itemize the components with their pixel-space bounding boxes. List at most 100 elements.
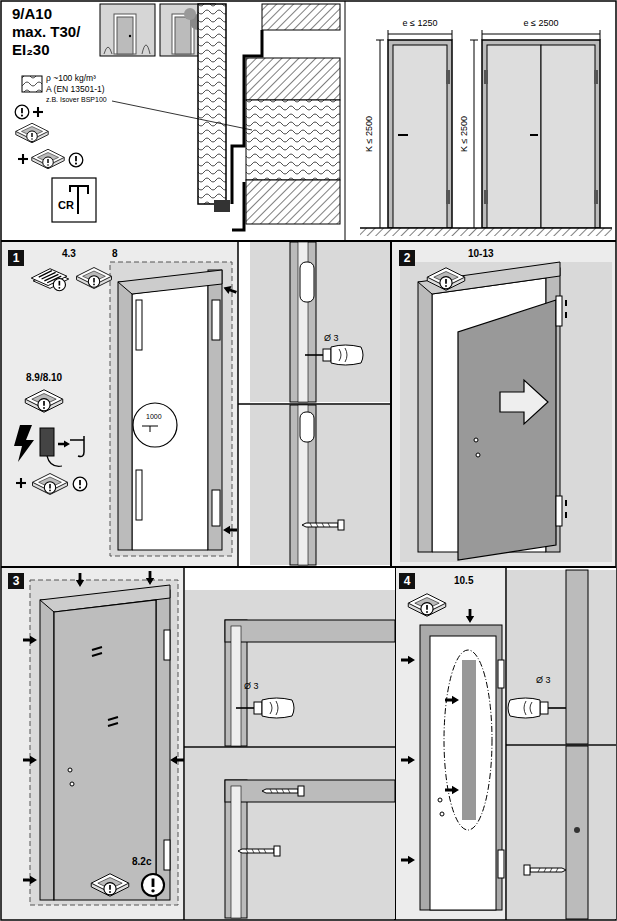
panel-ground bbox=[391, 241, 616, 567]
fire-rating: max. T30/ bbox=[12, 23, 80, 40]
door-elevation bbox=[360, 228, 612, 236]
insulation-symbol bbox=[22, 76, 42, 92]
frame-cross-section bbox=[232, 182, 244, 230]
detail-view bbox=[184, 746, 395, 748]
door-adjustment bbox=[23, 636, 37, 644]
instruction-icons bbox=[70, 436, 84, 457]
door-elevation bbox=[388, 30, 389, 40]
frame-grouting bbox=[401, 656, 415, 664]
frame-cross-section bbox=[198, 4, 226, 204]
instruction-icons bbox=[15, 105, 83, 169]
door-elevation bbox=[482, 40, 600, 228]
door-adjustment bbox=[23, 571, 184, 905]
instruction-icons bbox=[73, 477, 87, 491]
door-adjustment bbox=[142, 874, 164, 896]
detail-view bbox=[250, 242, 390, 402]
fire-rating: EI₂30 bbox=[12, 41, 50, 58]
frame-installation bbox=[136, 470, 142, 520]
reference-number: 8 bbox=[112, 248, 118, 260]
dimension-label: e ≤ 2500 bbox=[522, 18, 561, 28]
door-adjustment bbox=[23, 756, 37, 764]
frame-grouting bbox=[466, 609, 474, 623]
frame-cross-section bbox=[246, 180, 340, 224]
detail-view bbox=[184, 567, 395, 920]
instruction-icons bbox=[31, 269, 69, 291]
frame-grouting bbox=[401, 594, 504, 910]
frame-installation bbox=[110, 262, 232, 556]
frame-grouting bbox=[445, 696, 459, 704]
door-leaf-hanging bbox=[458, 300, 556, 560]
frame-grouting bbox=[445, 786, 459, 794]
section-code: 9/A10 bbox=[12, 5, 52, 22]
usage-pictogram bbox=[129, 35, 131, 37]
door-elevation bbox=[482, 30, 483, 40]
door-elevation bbox=[398, 134, 408, 136]
door-leaf-hanging bbox=[500, 380, 548, 424]
door-leaf-hanging bbox=[427, 268, 465, 291]
usage-pictogram bbox=[184, 8, 196, 20]
door-adjustment bbox=[40, 600, 54, 900]
step-number-text: 2 bbox=[399, 250, 415, 266]
step-number-text: 4 bbox=[399, 573, 415, 589]
door-elevation bbox=[541, 45, 595, 228]
reference-number: 4.3 bbox=[62, 248, 76, 260]
frame-installation bbox=[212, 490, 220, 526]
drill-diameter: Ø 3 bbox=[324, 333, 339, 343]
door-adjustment bbox=[23, 876, 37, 884]
detail-view bbox=[183, 567, 185, 920]
usage-pictogram bbox=[104, 45, 150, 54]
detail-view bbox=[238, 242, 390, 566]
door-adjustment bbox=[76, 573, 84, 587]
detail-view bbox=[305, 345, 363, 365]
door-elevation bbox=[594, 190, 598, 204]
detail-view bbox=[506, 568, 616, 919]
door-elevation bbox=[388, 40, 452, 228]
step-number: 3 bbox=[8, 573, 24, 589]
door-elevation bbox=[484, 190, 488, 204]
door-elevation bbox=[474, 40, 475, 228]
door-elevation bbox=[452, 30, 453, 40]
frame-cross-section bbox=[246, 100, 340, 180]
door-adjustment bbox=[91, 874, 129, 897]
instruction-icons bbox=[14, 425, 34, 462]
door-adjustment bbox=[164, 840, 170, 870]
panel-ground bbox=[1, 241, 391, 567]
detail-view bbox=[302, 520, 344, 530]
detail-view bbox=[185, 590, 395, 746]
instruction-icons bbox=[47, 456, 62, 466]
profile-code: CR bbox=[58, 199, 74, 212]
door-adjustment bbox=[156, 590, 170, 900]
dimension-label: e ≤ 1250 bbox=[401, 18, 440, 28]
reference-number: 8.2c bbox=[132, 856, 151, 868]
material-spec: ρ ~100 kg/m³ bbox=[46, 74, 96, 84]
instruction-icons bbox=[69, 153, 83, 167]
door-leaf-hanging bbox=[474, 438, 478, 442]
frame-cross-section bbox=[214, 200, 230, 212]
door-elevation bbox=[360, 30, 612, 236]
frame-installation bbox=[222, 284, 238, 297]
frame-installation bbox=[133, 403, 177, 447]
step-number-text: 3 bbox=[8, 573, 24, 589]
frame-installation bbox=[110, 262, 238, 556]
frame-installation bbox=[208, 270, 222, 550]
step-number: 4 bbox=[399, 573, 415, 589]
door-adjustment bbox=[92, 647, 118, 726]
detail-view bbox=[185, 748, 395, 919]
door-leaf-hanging bbox=[476, 453, 480, 457]
usage-pictogram bbox=[114, 14, 136, 54]
frame-installation bbox=[118, 282, 132, 550]
detail-view bbox=[184, 568, 395, 919]
detail-view bbox=[507, 746, 616, 919]
instruction-icons bbox=[40, 428, 54, 456]
door-elevation bbox=[594, 70, 598, 84]
instruction-icons bbox=[33, 107, 43, 117]
door-adjustment bbox=[170, 756, 184, 764]
detail-view bbox=[290, 242, 316, 402]
door-elevation bbox=[393, 45, 447, 228]
frame-cross-section bbox=[232, 30, 262, 204]
dimension-label: K ≤ 2500 bbox=[459, 114, 469, 154]
detail-view bbox=[506, 567, 616, 920]
door-elevation bbox=[600, 30, 601, 40]
panel-ground bbox=[395, 567, 616, 920]
